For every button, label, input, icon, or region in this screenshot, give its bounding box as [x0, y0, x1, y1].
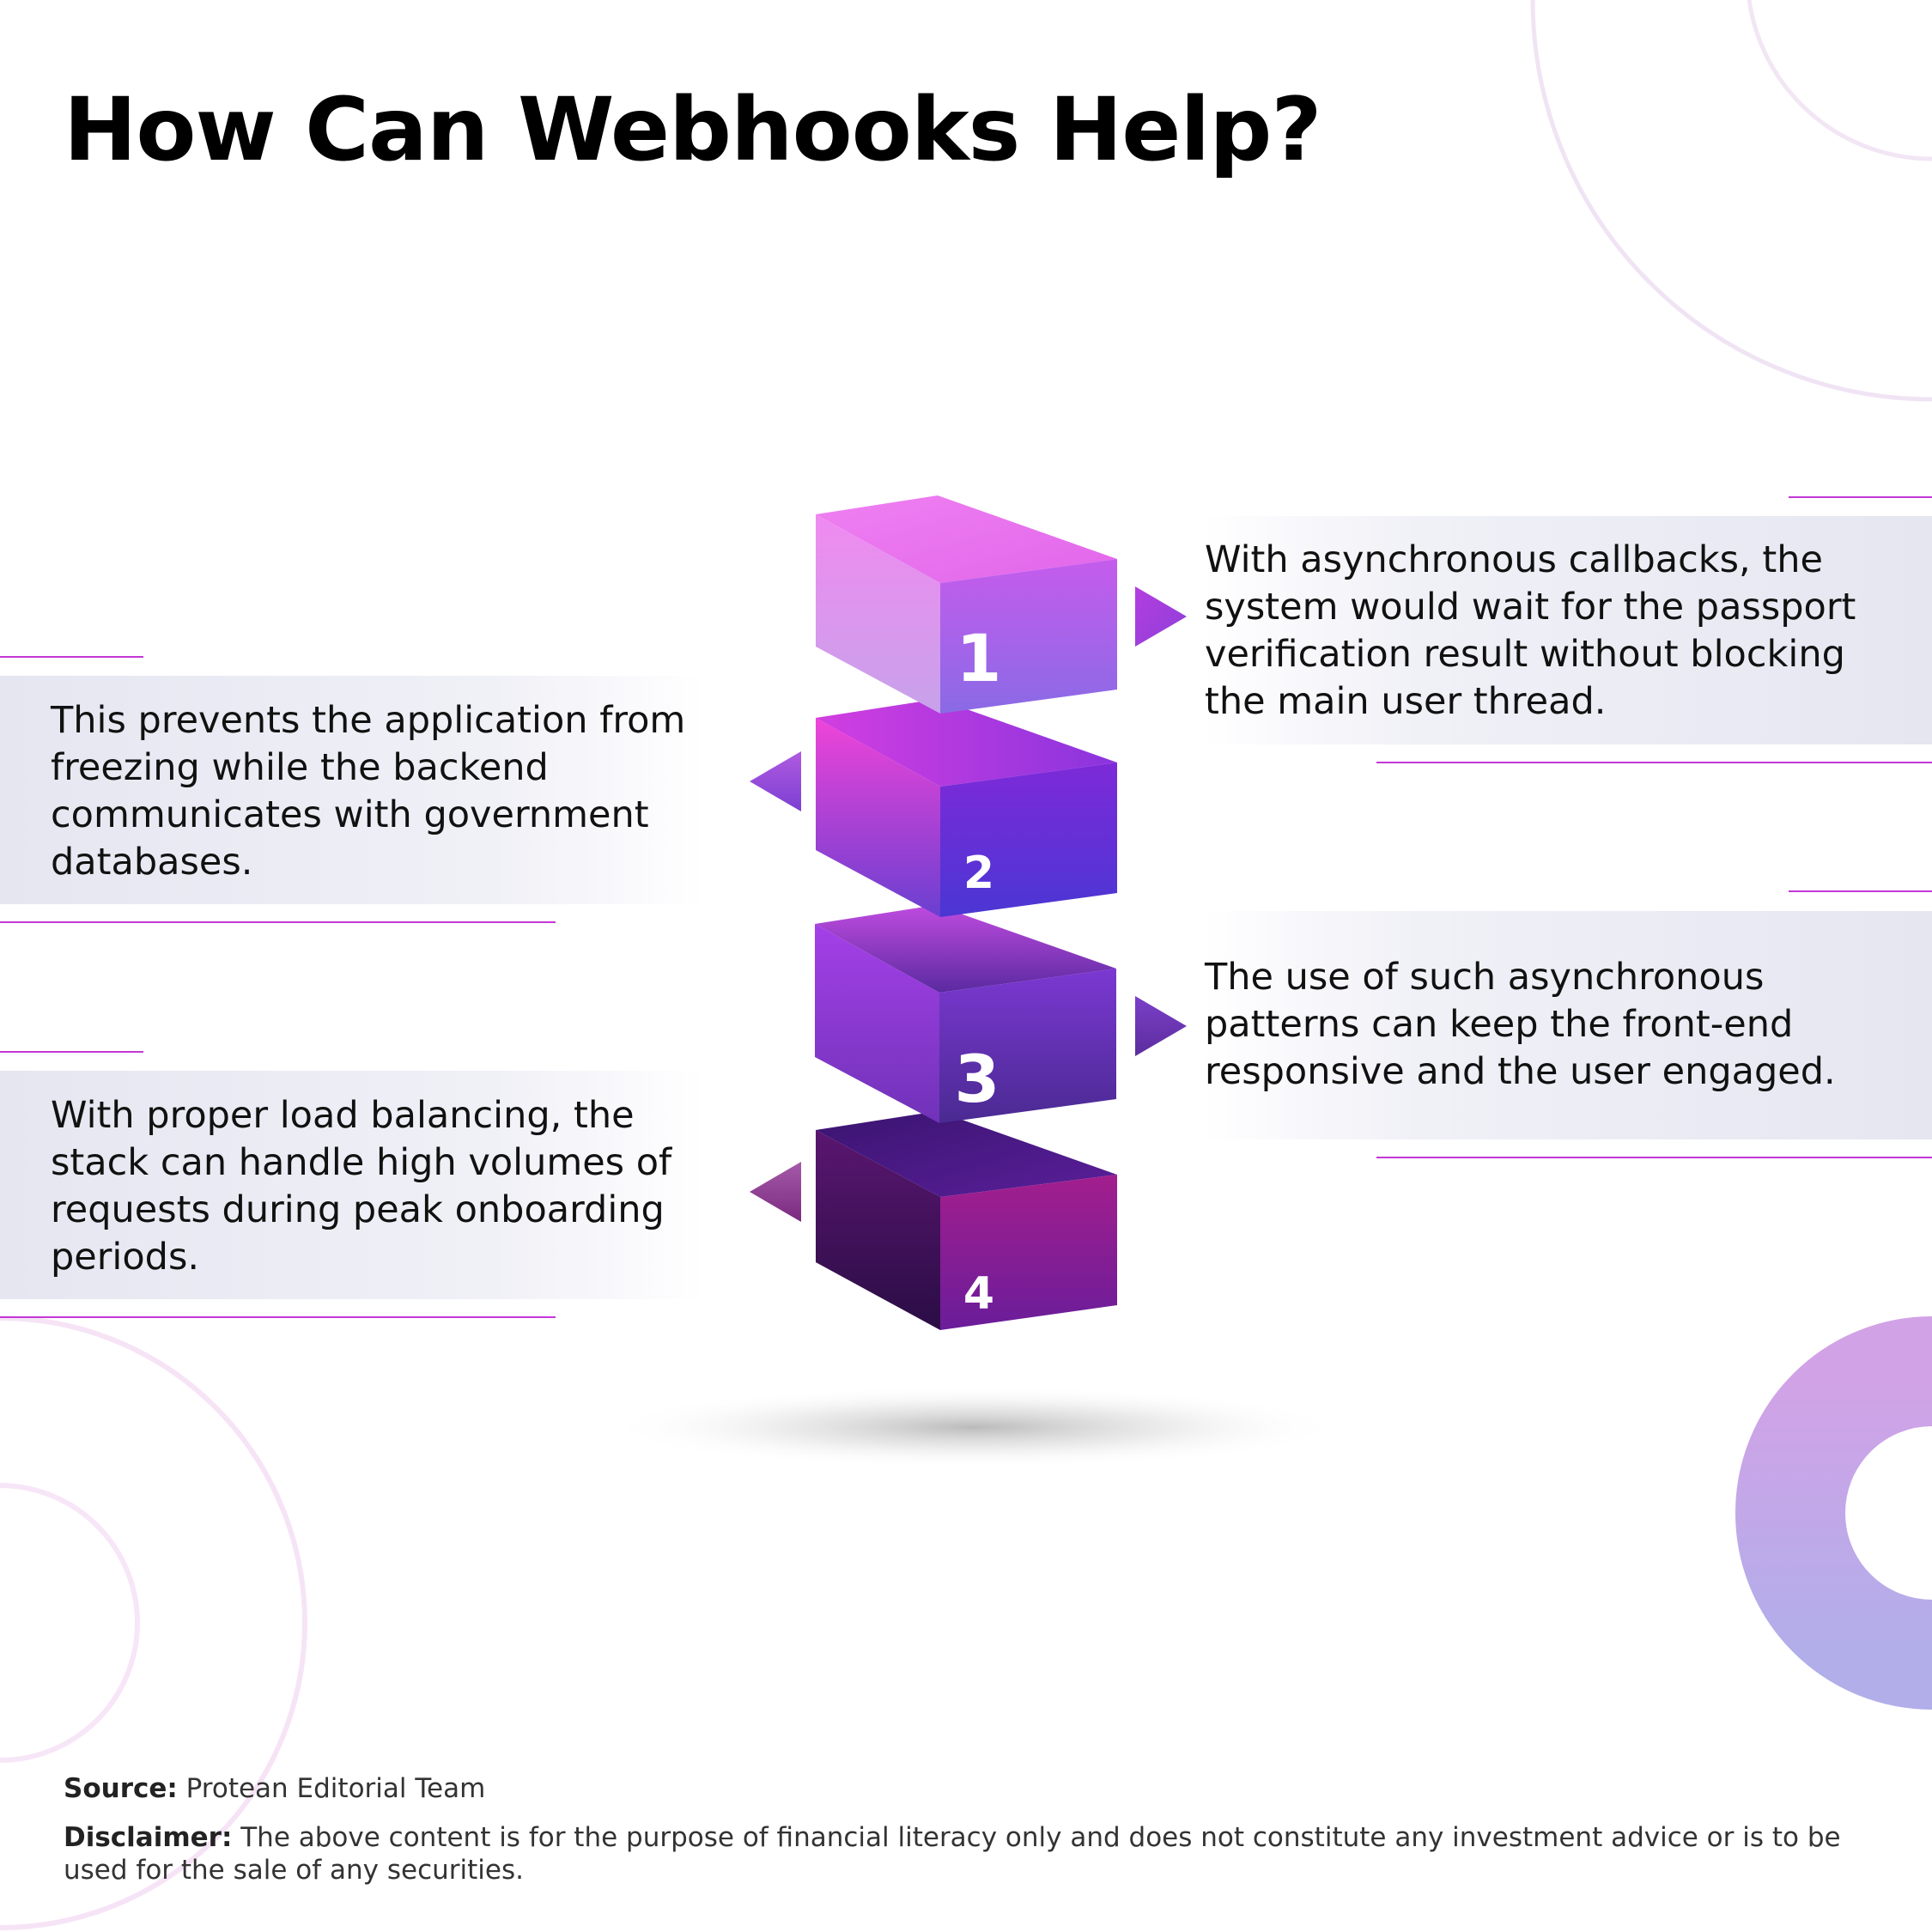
- step-2-text: This prevents the application from freez…: [51, 699, 686, 884]
- step-number-1: 1: [956, 620, 1002, 696]
- card-3-top-rule: [1789, 890, 1932, 892]
- decor-ring-bottom-small: [0, 1483, 140, 1763]
- pointer-left-2-icon: [750, 751, 801, 811]
- block-4: [816, 1111, 1117, 1330]
- card-4-bottom-rule: [0, 1316, 556, 1318]
- block-2: [816, 699, 1117, 917]
- decor-ring-top-large: [1530, 0, 1932, 402]
- source-text: Protean Editorial Team: [185, 1773, 486, 1804]
- source-line: Source: Protean Editorial Team: [64, 1772, 1867, 1805]
- block-stack: [815, 495, 1117, 1330]
- decor-ring-bottom-large: [0, 1315, 307, 1930]
- disclaimer-line: Disclaimer: The above content is for the…: [64, 1821, 1875, 1886]
- step-4-text: With proper load balancing, the stack ca…: [51, 1094, 672, 1279]
- page-title: How Can Webhooks Help?: [64, 79, 1322, 181]
- step-card-2: This prevents the application from freez…: [0, 676, 704, 904]
- step-number-3: 3: [954, 1041, 1000, 1117]
- card-3-bottom-rule: [1376, 1157, 1932, 1158]
- pointer-right-3-icon: [1135, 996, 1187, 1056]
- step-card-3: The use of such asynchronous patterns ca…: [1202, 911, 1932, 1139]
- card-1-bottom-rule: [1376, 762, 1932, 763]
- decor-ring-top-small: [1747, 0, 1932, 161]
- step-3-text: The use of such asynchronous patterns ca…: [1205, 956, 1836, 1093]
- step-card-4: With proper load balancing, the stack ca…: [0, 1071, 704, 1299]
- source-label: Source:: [64, 1773, 178, 1804]
- step-number-2: 2: [963, 848, 995, 899]
- step-number-4: 4: [963, 1268, 995, 1320]
- step-card-1: With asynchronous callbacks, the system …: [1202, 516, 1932, 744]
- card-2-bottom-rule: [0, 921, 556, 923]
- disclaimer-text: The above content is for the purpose of …: [64, 1822, 1841, 1886]
- card-2-top-rule: [0, 656, 143, 658]
- decor-donut: [1735, 1316, 1932, 1710]
- card-1-top-rule: [1789, 496, 1932, 498]
- stack-shadow: [605, 1386, 1344, 1468]
- block-1: [816, 495, 1117, 714]
- step-1-text: With asynchronous callbacks, the system …: [1205, 538, 1856, 723]
- pointer-right-1-icon: [1135, 586, 1187, 647]
- pointer-left-4-icon: [750, 1162, 801, 1222]
- block-3: [815, 905, 1116, 1123]
- card-4-top-rule: [0, 1051, 143, 1053]
- disclaimer-label: Disclaimer:: [64, 1822, 233, 1853]
